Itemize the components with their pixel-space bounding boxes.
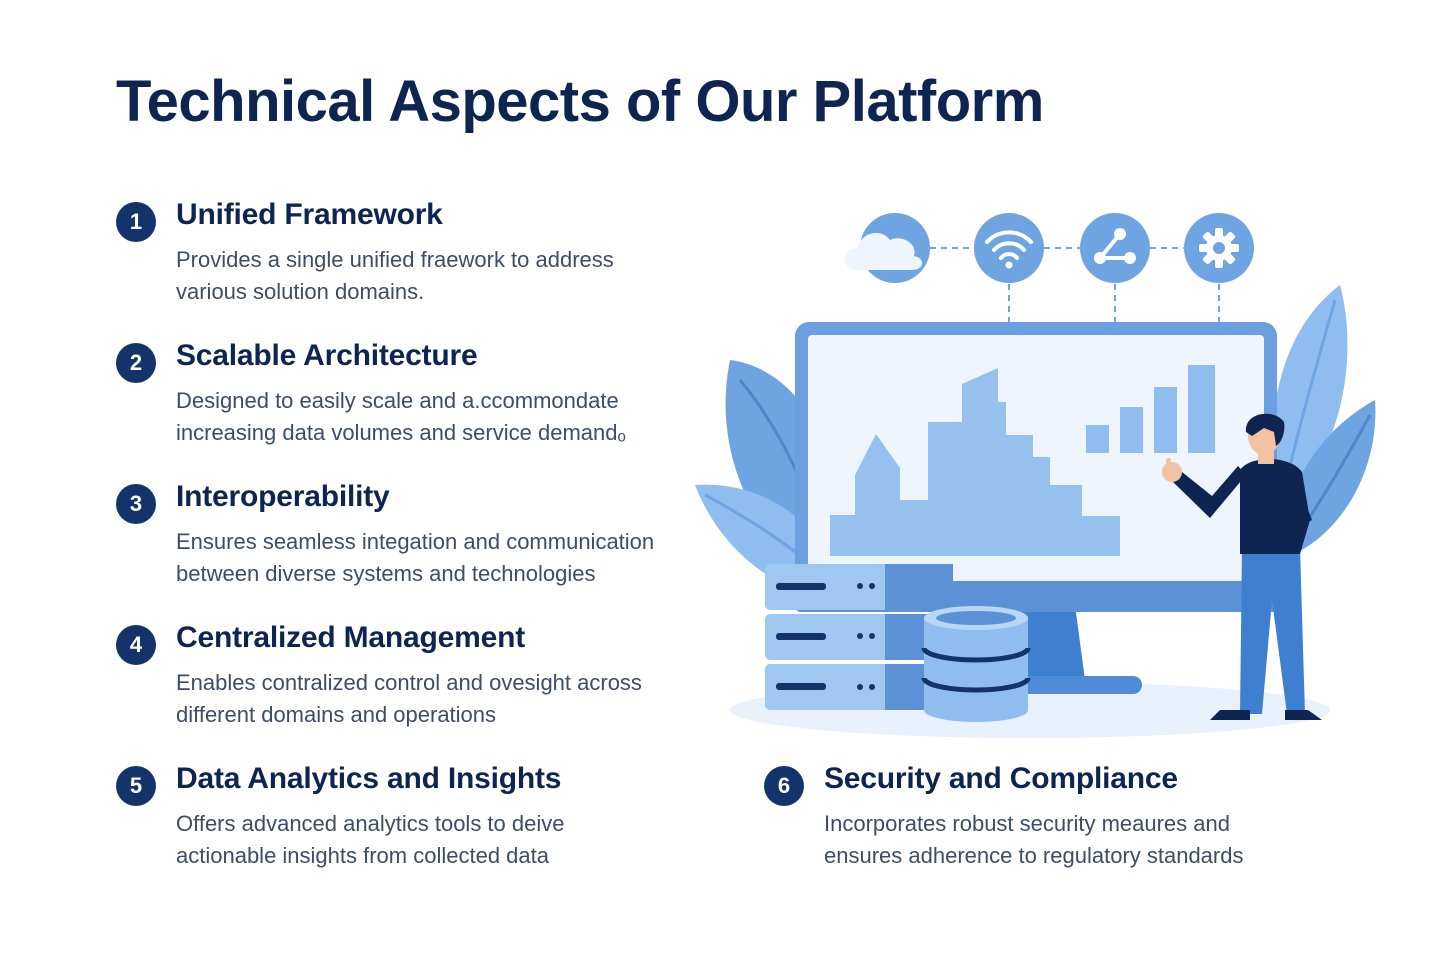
platform-illustration bbox=[695, 213, 1376, 738]
feature-description-line: ensures adherence to regulatory standard… bbox=[824, 843, 1244, 868]
feature-description-line: Incorporates robust security meaures and bbox=[824, 811, 1230, 836]
feature-description-line: various solution domains. bbox=[176, 279, 425, 304]
page-title: Technical Aspects of Our Platform bbox=[116, 69, 1044, 134]
feature-description: Provides a single unified fraework to ad… bbox=[176, 244, 736, 308]
feature-description-line: between diverse systems and technologies bbox=[176, 561, 596, 586]
gear-icon bbox=[1184, 213, 1254, 283]
database-icon bbox=[921, 606, 1031, 722]
network-share-icon bbox=[1080, 213, 1150, 283]
feature-description: Ensures seamless integation and communic… bbox=[176, 526, 736, 590]
feature-title: Interoperability bbox=[176, 480, 390, 513]
feature-title: Centralized Management bbox=[176, 621, 526, 654]
step-number-badge: 3 bbox=[116, 484, 156, 524]
feature-description-line: Designed to easily scale and a.ccommonda… bbox=[176, 388, 619, 413]
connection-lines bbox=[930, 247, 1220, 322]
feature-title: Security and Compliance bbox=[824, 762, 1178, 795]
feature-description-line: Ensures seamless integation and communic… bbox=[176, 529, 655, 554]
person-figure bbox=[1162, 413, 1322, 720]
feature-description-line: different domains and operations bbox=[176, 702, 497, 727]
step-number-badge: 6 bbox=[764, 766, 804, 806]
feature-description-line: Enables contralized control and ovesight… bbox=[176, 670, 642, 695]
feature-title: Data Analytics and Insights bbox=[176, 762, 562, 795]
feature-title: Scalable Architecture bbox=[176, 339, 478, 372]
wifi-icon bbox=[974, 213, 1044, 283]
feature-description-line: Offers advanced analytics tools to deive bbox=[176, 811, 565, 836]
feature-description-line: actionable insights from collected data bbox=[176, 843, 549, 868]
step-number-badge: 1 bbox=[116, 202, 156, 242]
feature-description: Incorporates robust security meaures and… bbox=[824, 808, 1384, 872]
step-number-badge: 5 bbox=[116, 766, 156, 806]
skyline-chart bbox=[830, 368, 1120, 556]
cloud-icon bbox=[844, 213, 930, 283]
server-rack-icon bbox=[765, 564, 953, 710]
feature-description-line: increasing data volumes and service dema… bbox=[176, 420, 626, 445]
feature-description: Offers advanced analytics tools to deive… bbox=[176, 808, 736, 872]
feature-description-line: Provides a single unified fraework to ad… bbox=[176, 247, 614, 272]
feature-title: Unified Framework bbox=[176, 198, 443, 231]
step-number-badge: 2 bbox=[116, 343, 156, 383]
feature-description: Enables contralized control and ovesight… bbox=[176, 667, 736, 731]
feature-description: Designed to easily scale and a.ccommonda… bbox=[176, 385, 736, 449]
step-number-badge: 4 bbox=[116, 625, 156, 665]
bar-chart bbox=[1086, 365, 1215, 453]
